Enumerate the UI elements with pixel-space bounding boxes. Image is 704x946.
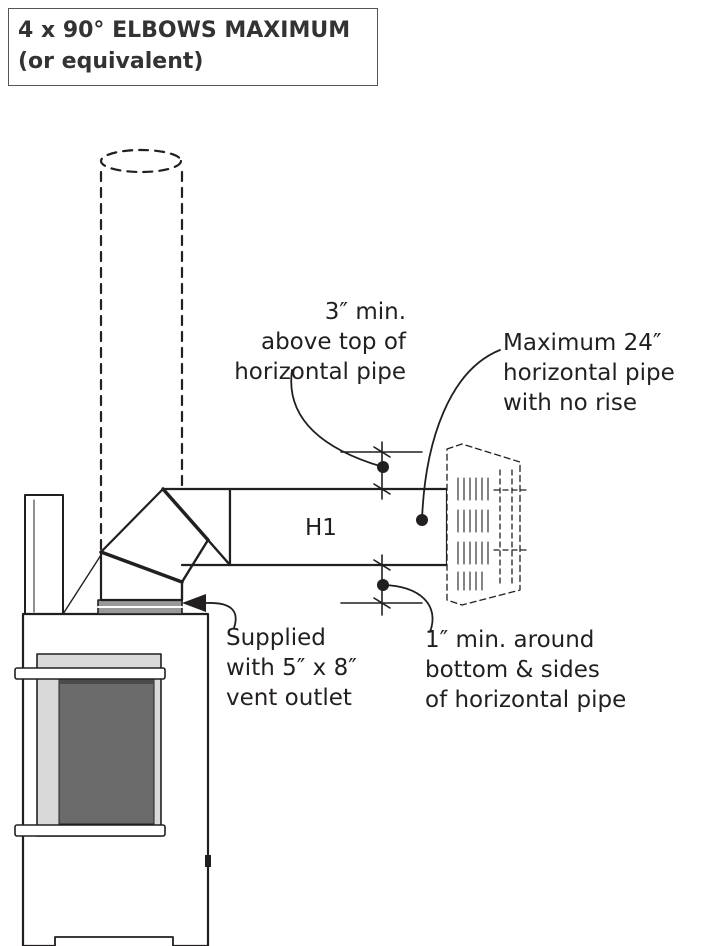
stove	[14, 494, 211, 946]
label-vent-outlet: Supplied with 5″ x 8″ vent outlet	[226, 625, 357, 711]
door-rail-bottom	[14, 824, 166, 837]
title-box: 4 x 90° ELBOWS MAXIMUM (or equivalent)	[8, 8, 378, 86]
door-rail-top	[14, 667, 166, 680]
stove-glass	[58, 673, 155, 825]
stove-vent-slot	[54, 936, 174, 946]
label-clearance-bottom: 1″ min. around bottom & sides of horizon…	[425, 627, 627, 713]
label-max-horizontal: Maximum 24″ horizontal pipe with no rise	[503, 330, 675, 416]
vent-outlet-arrow	[182, 594, 237, 629]
label-h1: H1	[305, 515, 337, 541]
title-line-1: 4 x 90° ELBOWS MAXIMUM	[18, 18, 351, 43]
stove-back-flue	[24, 494, 64, 616]
title-line-2: (or equivalent)	[18, 49, 204, 74]
chimney-top-outline	[99, 148, 183, 174]
top-clearance-dimension	[290, 369, 423, 500]
optional-vertical-chimney	[99, 148, 184, 557]
elbow-assembly	[99, 487, 232, 602]
max-horizontal-leader	[416, 349, 501, 526]
label-clearance-top: 3″ min. above top of horizontal pipe	[234, 299, 406, 385]
horizontal-pipe	[180, 487, 449, 567]
termination-cap	[446, 443, 531, 606]
bottom-clearance-dimension	[340, 554, 434, 633]
